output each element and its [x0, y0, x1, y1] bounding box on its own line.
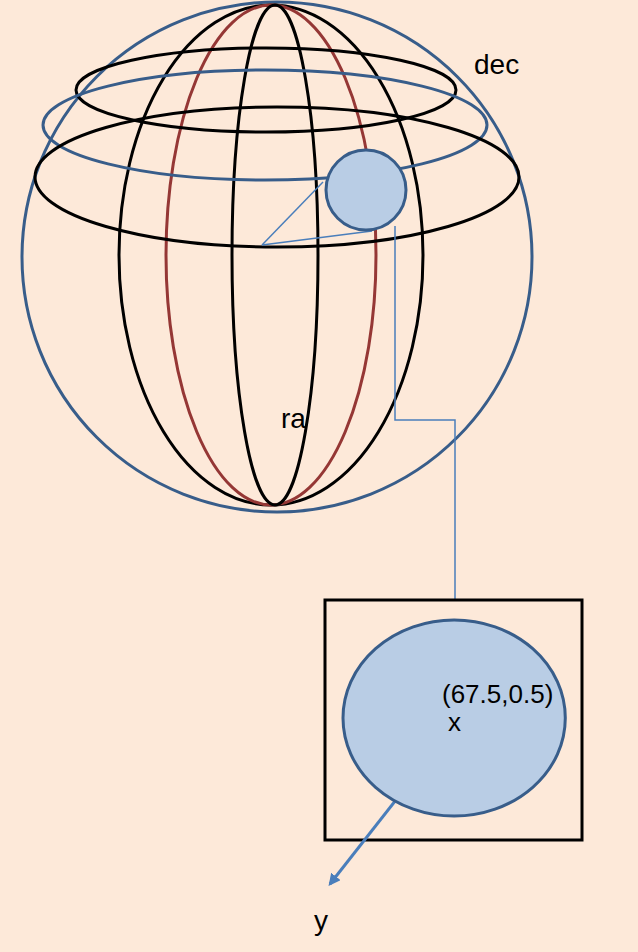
- right-ascension-label: ra: [281, 404, 306, 435]
- center-marker: x: [448, 708, 461, 737]
- field-circle: [326, 150, 406, 230]
- ellipse-shape: [343, 620, 565, 816]
- view-line: [262, 231, 372, 245]
- parallel-line: [35, 107, 519, 247]
- coordinate-label: (67.5,0.5): [442, 680, 553, 709]
- view-line: [262, 182, 323, 245]
- zoom-box: [325, 600, 582, 840]
- meridian-line: [166, 5, 376, 505]
- meridian-line: [232, 5, 318, 505]
- field-ellipse: (67.5,0.5)x: [341, 618, 567, 818]
- axis-label: y: [314, 906, 328, 937]
- leader-line: [395, 226, 455, 600]
- declination-label: dec: [474, 50, 519, 81]
- meridian-line: [119, 5, 423, 505]
